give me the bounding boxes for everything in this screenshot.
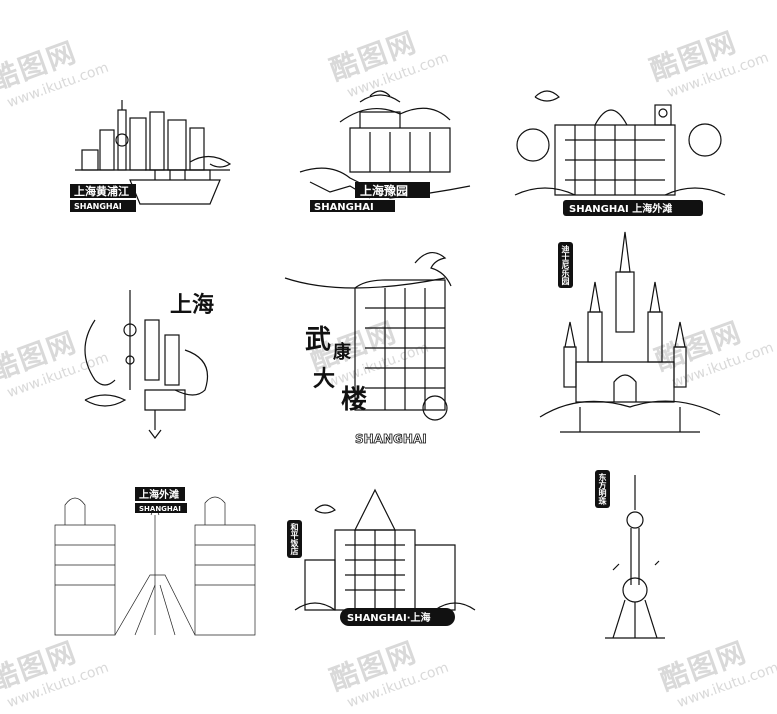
peace-hotel-illustration: SHANGHAI·上海 和平饭店 [285,488,476,640]
tile5-char4: 楼 [341,385,367,415]
tile5-en-label: SHANGHAI [355,432,427,446]
tile4-label: 上海 [170,292,214,318]
tile5-char1: 武 [305,325,331,355]
shanghai-tower-flowers-illustration: 上海 [75,280,235,440]
tile1-en-label: SHANGHAI [74,202,122,211]
tile8-label: SHANGHAI·上海 [347,611,431,624]
oriental-pearl-tower-illustration: 东方明珠 [585,470,685,640]
tile9-vertical-label: 东方明珠 [595,470,610,508]
huangpu-river-illustration: 上海黄浦江 SHANGHAI [70,100,240,220]
tile3-label: SHANGHAI 上海外滩 [569,202,672,215]
disney-castle-illustration: 迪士尼乐园 [539,231,721,442]
tile7-cn-label: 上海外滩 [139,488,179,501]
tile6-vertical-label: 迪士尼乐园 [558,242,573,288]
tile1-cn-label: 上海黄浦江 [74,184,129,198]
tile7-en-label: SHANGHAI [139,505,181,513]
tile8-vertical-label: 和平饭店 [287,520,302,558]
tile2-en-label: SHANGHAI [314,202,374,213]
bund-street-illustration: 上海外滩 SHANGHAI [54,485,256,636]
yu-garden-illustration: 上海豫园 SHANGHAI [299,82,471,217]
tile5-char2: 康 [333,341,352,363]
wukang-mansion-illustration: 武 康 大 楼 SHANGHAI [284,248,465,448]
tile5-char3: 大 [313,366,335,392]
tile2-cn-label: 上海豫园 [360,183,408,198]
bund-illustration: SHANGHAI 上海外滩 [514,85,726,220]
